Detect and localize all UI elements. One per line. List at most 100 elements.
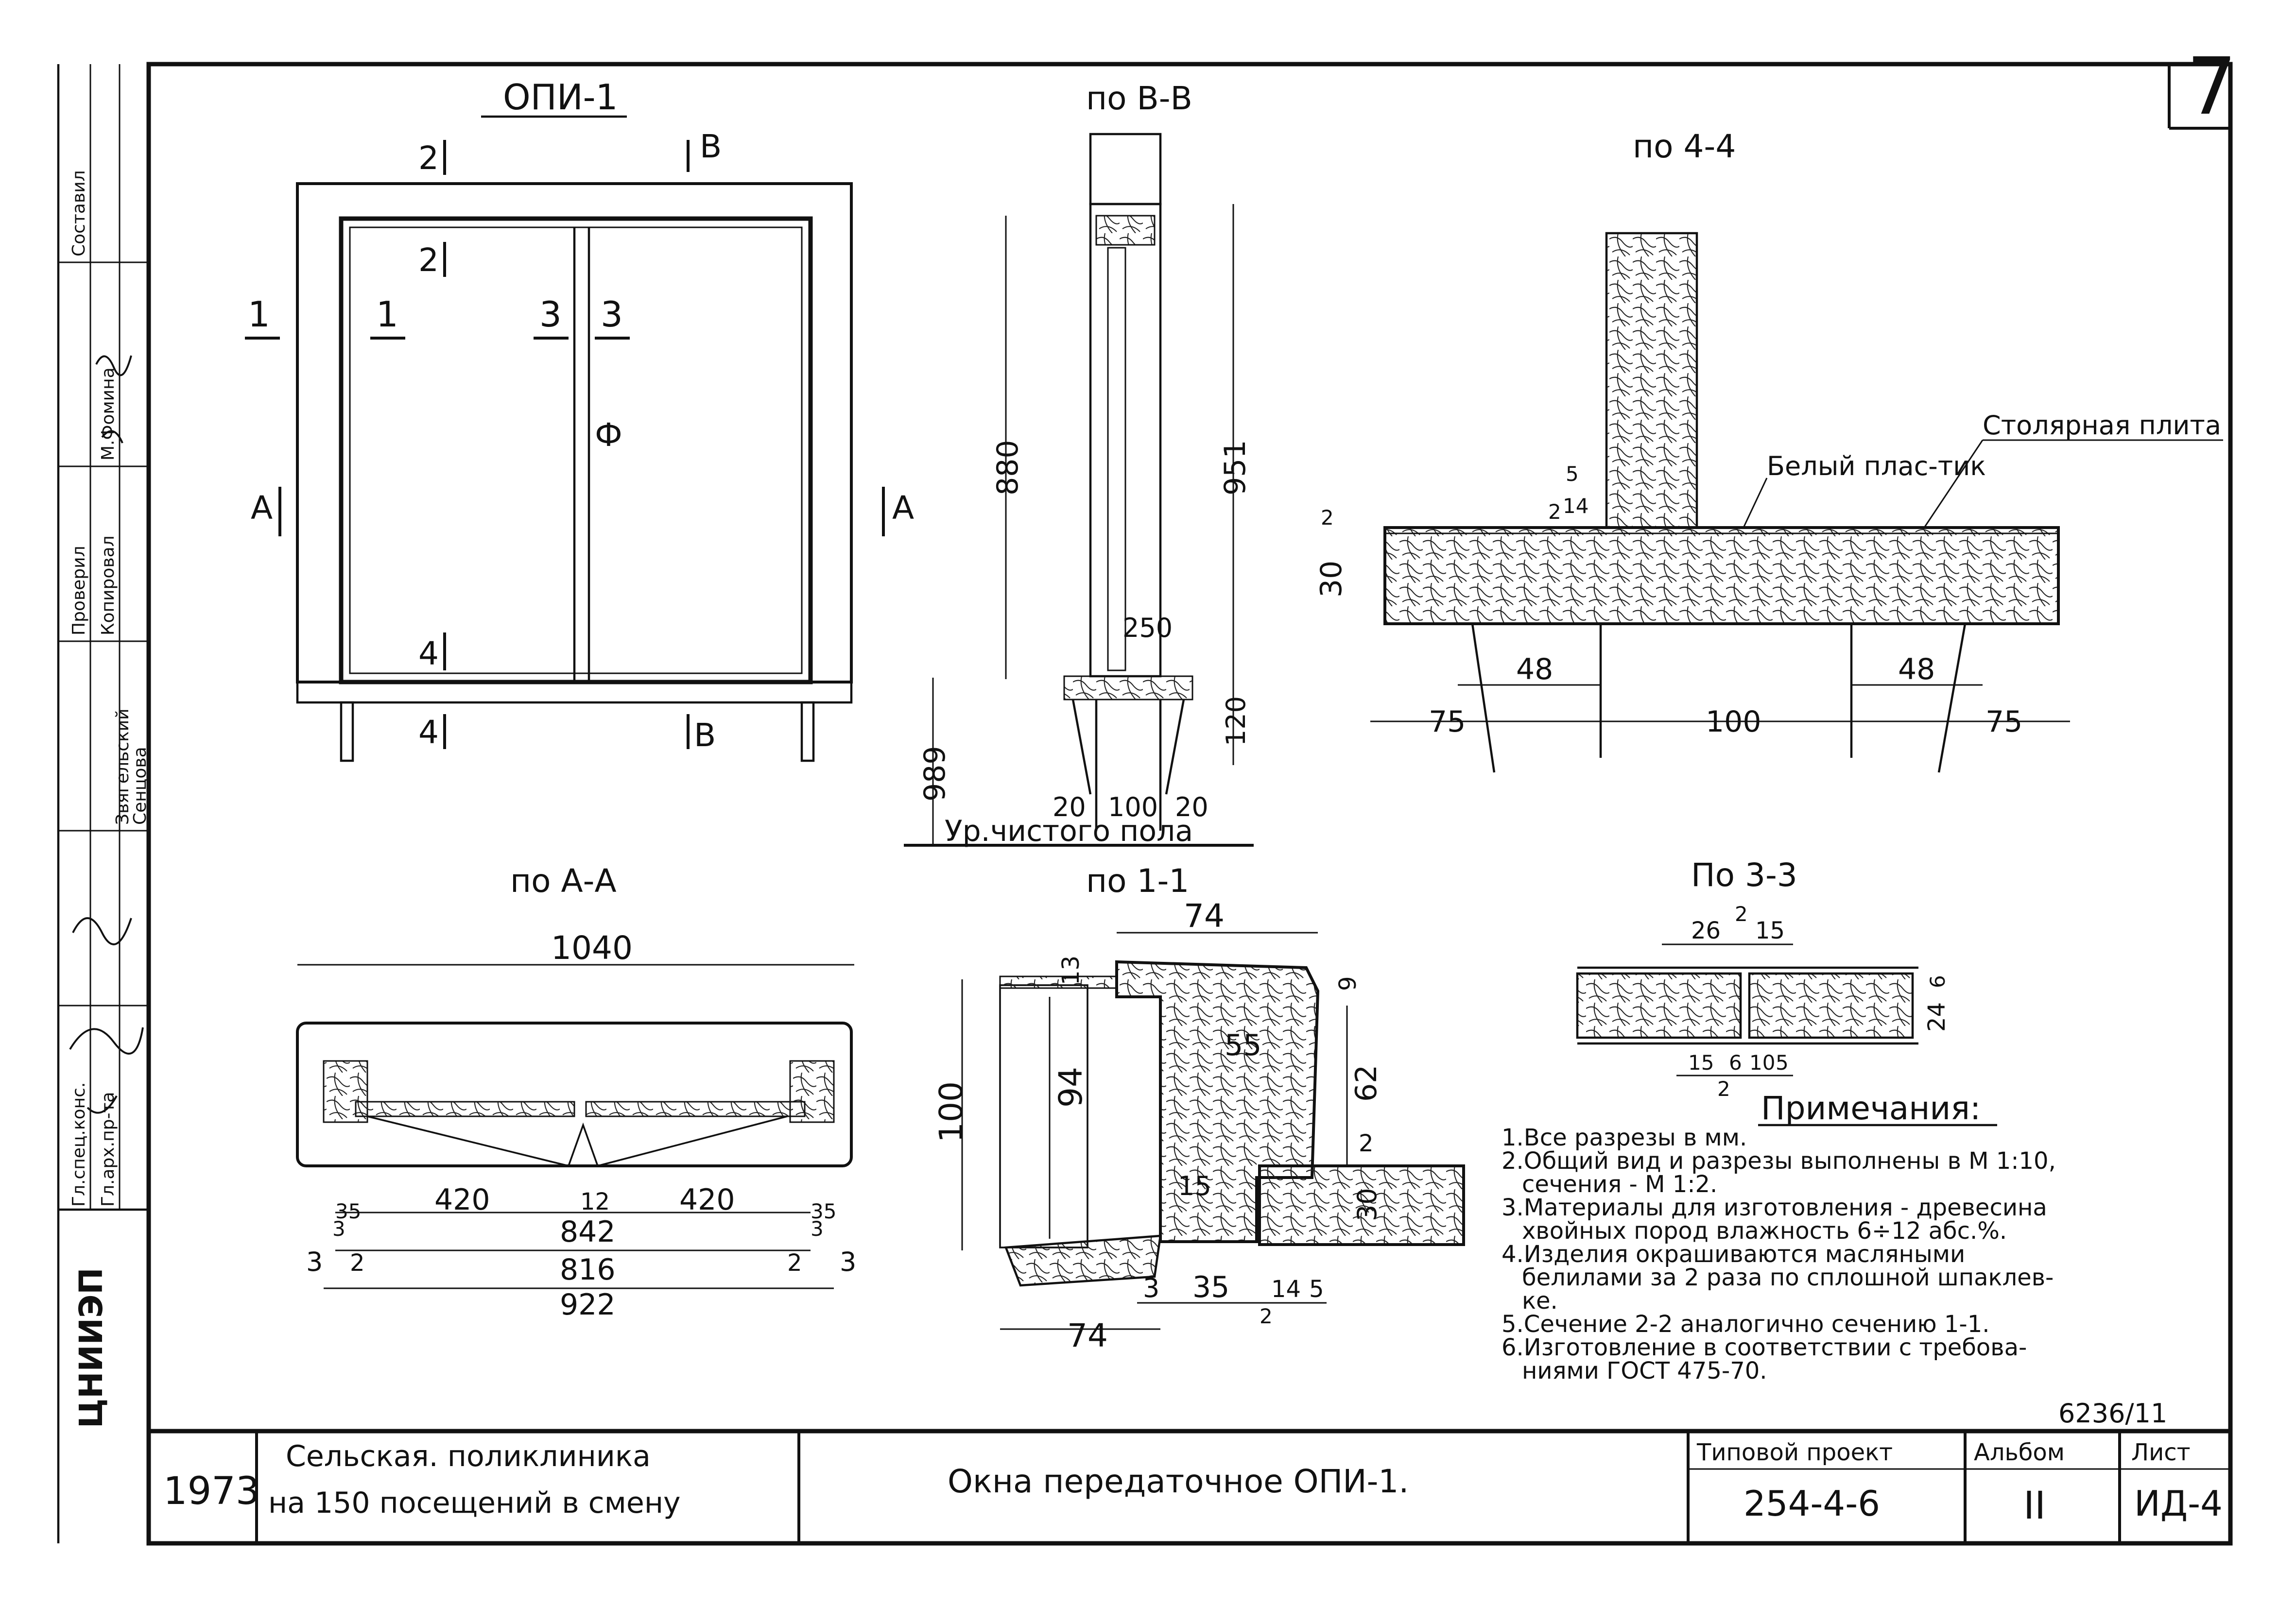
s44-dim-2-left: 2 — [1321, 506, 1334, 530]
stamp-name-4: М.Фомина — [98, 367, 118, 461]
note-line-7: белилами за 2 раза по сплошной шпаклев- — [1522, 1264, 2054, 1291]
view-aa-title: по А-А — [510, 862, 617, 900]
typical-project-label: Типовой проект — [1696, 1439, 1893, 1466]
note-line-5: хвойных пород влажность 6÷12 абс.%. — [1522, 1217, 2007, 1245]
center-mark: Ф — [595, 416, 622, 454]
s11-dim-9: 9 — [1334, 976, 1362, 991]
aa-dim-3-right2: 3 — [811, 1217, 824, 1241]
aa-dim-420-right: 420 — [679, 1183, 735, 1217]
notes-block: Примечания: 1.Все разрезы в мм. 2.Общий … — [1502, 1090, 2056, 1384]
notes-heading: Примечания: — [1761, 1090, 1981, 1127]
view-bb: по В-В 880 951 250 989 120 20 100 20 Ур.… — [904, 80, 1254, 848]
label-plastic: Белый плас-тик — [1767, 451, 1986, 481]
mark-b-top: В — [700, 128, 722, 165]
aa-dim-35-left: 35 — [335, 1199, 361, 1223]
s11-dim-100: 100 — [932, 1081, 970, 1143]
view-4-4: по 4-4 Столярная плита Белый плас-тик 2 … — [1314, 128, 2223, 773]
mark-2-in: 2 — [418, 241, 439, 279]
view-1-1: по 1-1 74 13 9 55 62 100 94 2 15 30 3 35… — [932, 862, 1465, 1354]
note-line-2: 2.Общий вид и разрезы выполнены в М 1:10… — [1502, 1147, 2056, 1175]
aa-dim-35-right: 35 — [811, 1199, 836, 1223]
signature-2 — [95, 355, 132, 444]
s44-dim-75-right: 75 — [1985, 705, 2022, 739]
aa-dim-420-left: 420 — [434, 1183, 490, 1217]
sheet-label: Лист — [2131, 1439, 2191, 1466]
aa-dim-12: 12 — [580, 1188, 610, 1215]
stamp-name-2: Звягельский — [113, 708, 133, 825]
aa-dim-1040: 1040 — [551, 929, 633, 967]
mark-2-top: 2 — [418, 139, 439, 177]
s33-dim-6-bottom: 6 — [1729, 1051, 1742, 1075]
view-44-title: по 4-4 — [1633, 128, 1736, 165]
aa-dim-3-left2: 3 — [332, 1217, 345, 1241]
s11-dim-35: 35 — [1192, 1270, 1229, 1304]
s11-dim-55: 55 — [1225, 1028, 1261, 1062]
sheet-number: 7 — [2187, 41, 2237, 133]
s33-dim-6: 6 — [1926, 975, 1950, 988]
bb-dim-250: 250 — [1122, 613, 1173, 643]
view-33-title: По 3-3 — [1691, 856, 1797, 894]
s33-dim-15-bottom: 15 — [1688, 1051, 1714, 1075]
view-11-title: по 1-1 — [1086, 862, 1189, 900]
label-plate: Столярная плита — [1983, 410, 2221, 441]
s11-dim-5: 5 — [1309, 1276, 1324, 1303]
s11-dim-14: 14 — [1271, 1276, 1301, 1303]
aa-dim-922: 922 — [560, 1288, 616, 1322]
bb-dim-20-right: 20 — [1175, 792, 1208, 822]
typical-project-value: 254-4-6 — [1744, 1483, 1880, 1524]
s44-dim-14: 14 — [1563, 494, 1588, 518]
bb-dim-20-left: 20 — [1053, 792, 1086, 822]
s11-dim-2-a: 2 — [1359, 1130, 1374, 1157]
drawing-title: Окна передаточное ОПИ-1. — [948, 1463, 1409, 1500]
s11-dim-2-b: 2 — [1260, 1304, 1273, 1328]
s44-dim-5: 5 — [1566, 462, 1579, 486]
bb-dim-100: 100 — [1108, 792, 1158, 822]
note-line-8: ке. — [1522, 1287, 1558, 1315]
album-label: Альбом — [1974, 1439, 2065, 1466]
s33-dim-26: 26 — [1691, 917, 1721, 944]
mark-4-upper: 4 — [418, 635, 439, 672]
mark-b-bottom: В — [694, 717, 716, 754]
mark-1-left: 1 — [248, 294, 270, 335]
note-line-9: 5.Сечение 2-2 аналогично сечению 1-1. — [1502, 1311, 1990, 1338]
project-name-line-2: на 150 посещений в смену — [268, 1486, 681, 1520]
s11-dim-3: 3 — [1143, 1273, 1159, 1303]
side-stamp: Гл.спец.конс. Гл.арх.пр-та Проверил Копи… — [57, 64, 150, 1543]
stamp-role-6: Копировал — [98, 535, 118, 635]
s33-dim-5: 5 — [1776, 1051, 1789, 1075]
album-value: II — [2023, 1484, 2046, 1528]
floor-label: Ур.чистого пола — [945, 814, 1193, 848]
mark-4-lower: 4 — [418, 714, 439, 751]
s11-dim-13: 13 — [1057, 956, 1085, 985]
note-line-1: 1.Все разрезы в мм. — [1502, 1124, 1747, 1151]
mark-a-right: А — [892, 489, 914, 527]
signature-1 — [69, 917, 144, 1114]
stamp-role-7: Составил — [69, 170, 89, 256]
title-block: 1973 Сельская. поликлиника на 150 посеще… — [149, 1431, 2230, 1546]
stamp-role-1: Гл.спец.конс. — [69, 1082, 89, 1207]
bb-dim-989: 989 — [918, 746, 952, 802]
note-line-4: 3.Материалы для изготовления - древесина — [1502, 1194, 2047, 1221]
note-line-11: ниями ГОСТ 475-70. — [1522, 1357, 1767, 1384]
note-line-3: сечения - М 1:2. — [1522, 1171, 1717, 1198]
stamp-name-3: Сенцова — [130, 747, 150, 825]
drawing-code: 6236/11 — [2058, 1398, 2167, 1429]
stamp-role-5: Проверил — [69, 546, 89, 635]
project-name-line-1: Сельская. поликлиника — [286, 1439, 651, 1473]
stamp-role-2: Гл.арх.пр-та — [98, 1092, 118, 1207]
bb-dim-880: 880 — [991, 440, 1025, 495]
view-bb-title: по В-В — [1086, 80, 1192, 117]
s11-dim-74-top: 74 — [1184, 897, 1225, 935]
s33-dim-10: 10 — [1749, 1051, 1775, 1075]
s44-dim-100: 100 — [1706, 705, 1761, 739]
aa-dim-3-left: 3 — [306, 1247, 323, 1277]
s11-dim-94: 94 — [1052, 1067, 1089, 1108]
s33-dim-24: 24 — [1923, 1002, 1951, 1032]
s33-dim-15-top: 15 — [1755, 917, 1785, 944]
aa-dim-842: 842 — [560, 1215, 616, 1249]
note-line-10: 6.Изготовление в соответствии с требова- — [1502, 1334, 2027, 1361]
s44-dim-30: 30 — [1314, 561, 1348, 598]
s33-dim-2-top: 2 — [1735, 902, 1748, 926]
mark-1-in: 1 — [376, 294, 398, 335]
